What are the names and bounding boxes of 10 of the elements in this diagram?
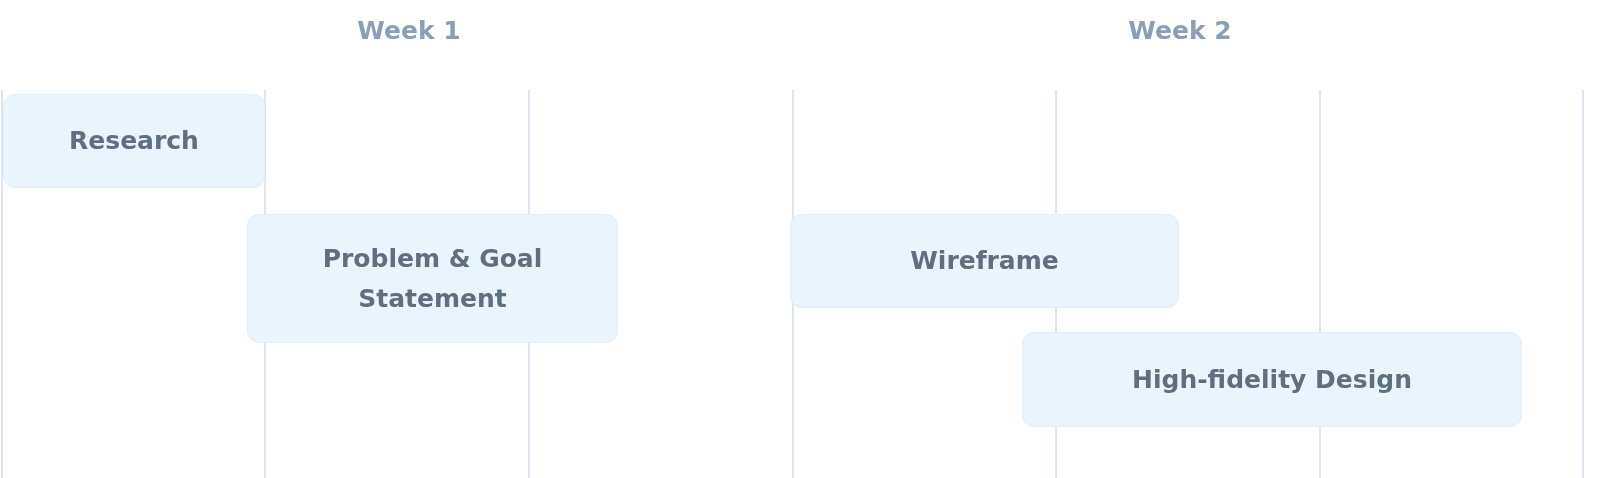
week-heading: Week 2 [1128, 16, 1232, 45]
task-label: Research [69, 125, 199, 157]
task-label: Problem & Goal Statement [321, 242, 544, 315]
task-label: High-fidelity Design [1132, 363, 1412, 396]
task-bar [1022, 332, 1522, 427]
task-bar [3, 94, 265, 188]
task-bar [790, 214, 1179, 308]
task-label: Wireframe [910, 245, 1059, 277]
week-heading: Week 1 [357, 16, 461, 45]
task-bar [247, 214, 618, 343]
